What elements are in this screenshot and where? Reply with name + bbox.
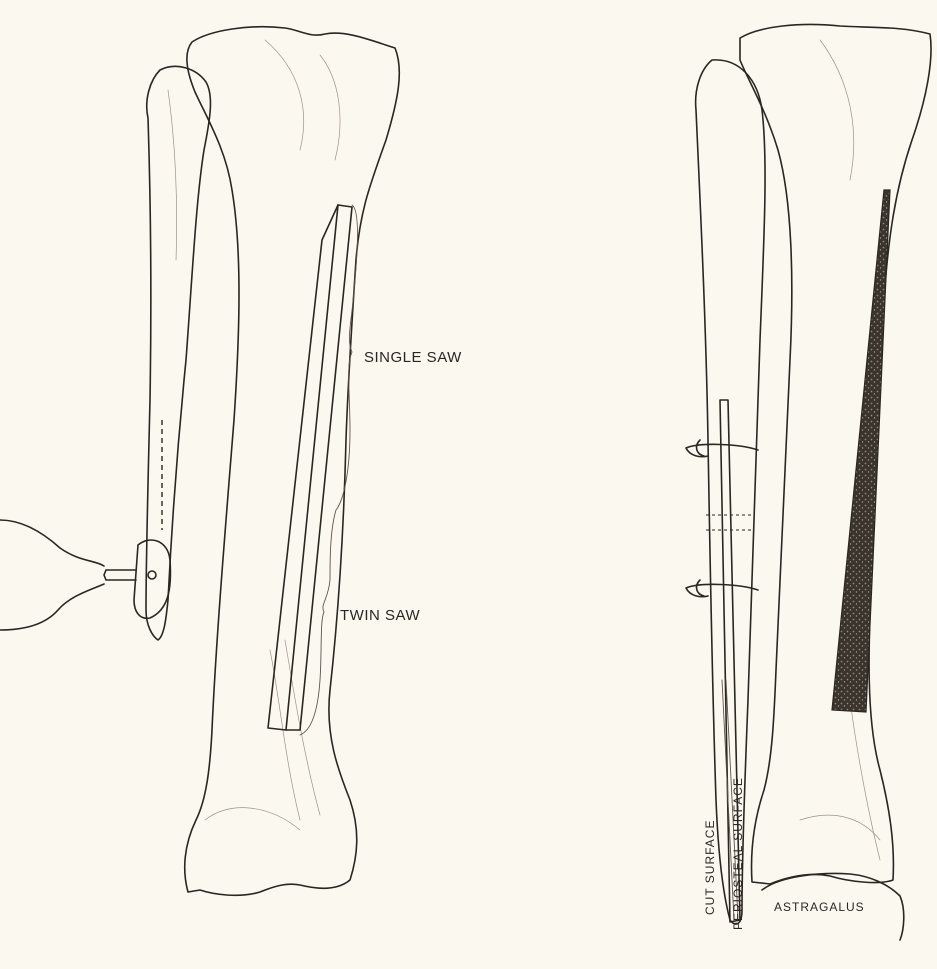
label-single-saw: SINGLE SAW xyxy=(364,349,462,366)
left-twin-saw-cut xyxy=(268,205,338,730)
right-leg-bones xyxy=(686,25,931,941)
right-graft-bed xyxy=(832,190,890,712)
saw-arbor xyxy=(148,571,156,579)
surgeon-hand xyxy=(0,520,104,630)
right-tibia-outline xyxy=(740,25,931,885)
left-single-saw-brace xyxy=(336,205,358,510)
label-astragalus: ASTRAGALUS xyxy=(774,900,865,914)
label-cut-surface: CUT SURFACE xyxy=(703,820,717,915)
wire-tie-lower xyxy=(686,580,758,597)
label-periosteal-surface: PERIOSTEAL SURFACE xyxy=(731,777,745,930)
left-single-saw-cut xyxy=(286,205,352,730)
label-twin-saw: TWIN SAW xyxy=(340,607,420,624)
saw-handle xyxy=(104,570,136,580)
left-leg-bones xyxy=(0,27,399,896)
graft-window xyxy=(706,515,752,530)
left-fibula-outline xyxy=(146,66,210,640)
left-tibia-outline xyxy=(185,27,400,896)
wire-tie-upper xyxy=(686,440,758,457)
